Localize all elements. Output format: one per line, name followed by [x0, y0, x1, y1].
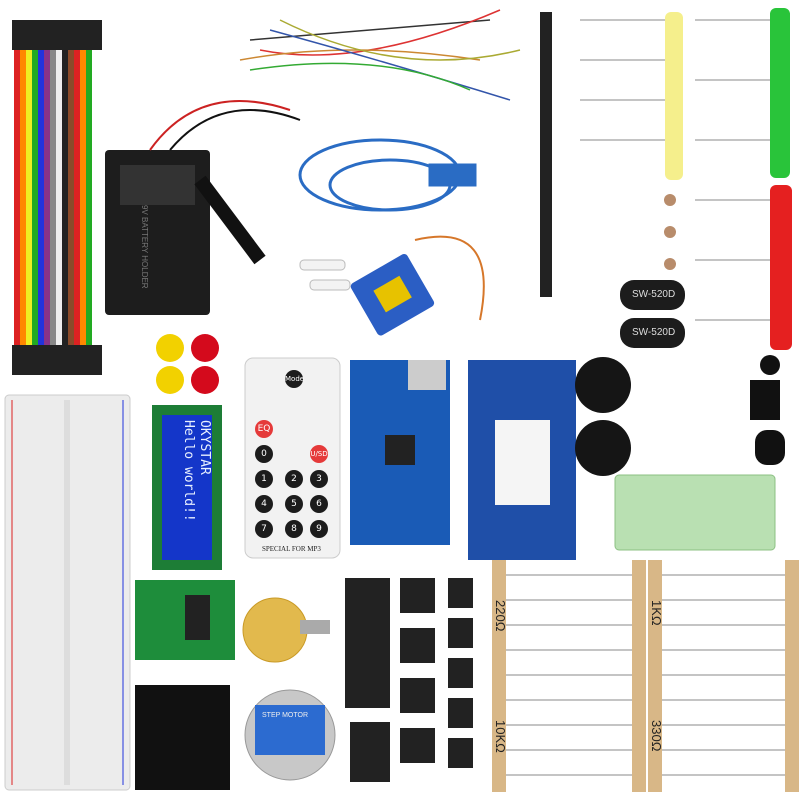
- tilt-sensors: [620, 280, 685, 348]
- button-caps: [156, 334, 219, 394]
- remote-1-button: 1: [255, 470, 273, 488]
- stepper-label: STEP MOTOR: [262, 712, 309, 719]
- remote-mode-button: Mode: [285, 370, 304, 388]
- lcd-text: OKYSTAR Hello world!!: [172, 420, 212, 550]
- led-legs: [580, 19, 770, 321]
- resistor-leads: [506, 574, 785, 776]
- buzzers: [575, 357, 631, 476]
- lcd-line-1: OKYSTAR: [197, 420, 212, 475]
- resistor-label-330: 330Ω: [649, 720, 664, 752]
- potentiometer: [242, 597, 330, 663]
- resistor-label-220: 220Ω: [493, 600, 508, 632]
- stepper-driver: [135, 580, 235, 660]
- pin-header-strip: [540, 12, 552, 297]
- remote-3-button: 3: [310, 470, 328, 488]
- component-box: [614, 474, 776, 551]
- resistor-strips: [492, 560, 799, 792]
- dot-matrix: [135, 685, 230, 790]
- remote-4-button: 4: [255, 495, 273, 513]
- battery-holder: [105, 100, 301, 315]
- remote-usd-button: U/SD: [310, 445, 328, 463]
- photoresistors: [664, 194, 676, 270]
- remote-eq-button: EQ: [255, 420, 273, 438]
- jumper-caps: [448, 578, 473, 768]
- dupont-ribbon-cable: [12, 20, 102, 375]
- resistor-label-1k: 1KΩ: [649, 600, 664, 626]
- remote-0-button: 0: [255, 445, 273, 463]
- battery-holder-label: 9V BATTERY HOLDER: [140, 205, 149, 289]
- remote-5-button: 5: [285, 495, 303, 513]
- tilt-sensor-label-1: SW-520D: [632, 289, 676, 300]
- remote-9-button: 9: [310, 520, 328, 538]
- remote-7-button: 7: [255, 520, 273, 538]
- ir-receiver: [750, 355, 785, 465]
- red-leds: [770, 185, 792, 350]
- seven-segment-1digit: [350, 722, 390, 782]
- remote-footer: SPECIAL FOR MP3: [262, 545, 321, 553]
- mega-board: [350, 360, 450, 545]
- seven-segment-4digit: [345, 578, 390, 708]
- usb-cable: [298, 138, 477, 212]
- servo-motor: [350, 235, 485, 336]
- lcd-module: [152, 405, 222, 570]
- prototype-shield: [468, 360, 576, 560]
- stepper-motor: [244, 689, 336, 781]
- yellow-leds: [665, 12, 683, 180]
- remote-2-button: 2: [285, 470, 303, 488]
- tactile-switches: [400, 578, 435, 763]
- servo-horns: [299, 259, 351, 291]
- remote-6-button: 6: [310, 495, 328, 513]
- resistor-label-10k: 10KΩ: [493, 720, 508, 753]
- breadboard: [4, 394, 131, 791]
- tilt-sensor-label-2: SW-520D: [632, 327, 676, 338]
- jumper-wire-bundle: [239, 9, 521, 101]
- remote-8-button: 8: [285, 520, 303, 538]
- green-leds: [770, 8, 790, 178]
- lcd-line-2: Hello world!!: [181, 420, 196, 522]
